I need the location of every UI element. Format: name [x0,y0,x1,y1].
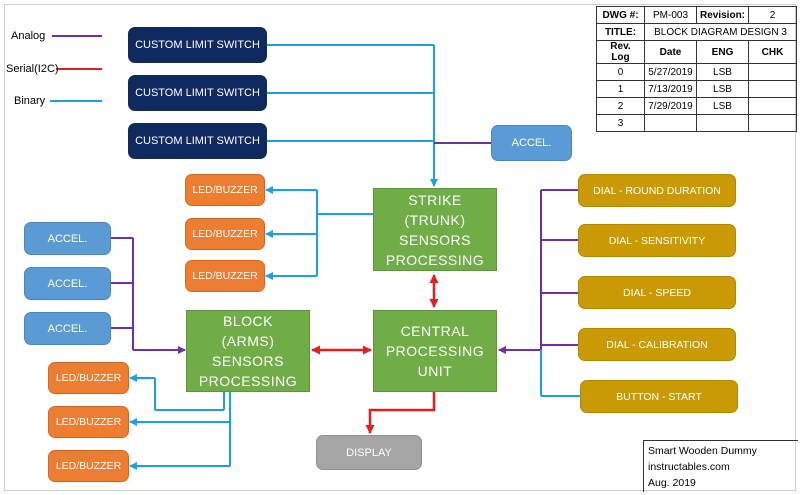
drawing-frame [4,4,796,491]
wire-strike-to-upper-leds [265,186,373,280]
date-cell: 7/13/2019 [644,80,697,98]
dial-sensitivity: DIAL - SENSITIVITY [578,224,736,257]
title-label: TITLE: [596,23,645,41]
wire-accels-to-block [111,237,186,354]
title-value: BLOCK DIAGRAM DESIGN 3 [643,23,798,41]
accel-left-3: ACCEL. [24,312,111,345]
limit-switch-3: CUSTOM LIMIT SWITCH [128,123,267,159]
eng-header: ENG [695,40,750,64]
accel-right: ACCEL. [491,125,572,161]
wire-button-to-cpu [540,350,580,397]
led-buzzer-lower-1: LED/BUZZER [48,362,129,394]
rev-log-header: Rev. Log [596,40,645,64]
dial-calibration: DIAL - CALIBRATION [578,328,736,361]
dwg-label: DWG #: [596,6,645,24]
revision-label: Revision: [695,6,750,24]
chk-cell [748,80,798,98]
chk-cell [748,63,798,81]
eng-cell: LSB [695,63,750,81]
led-buzzer-upper-1: LED/BUZZER [185,174,265,206]
wire-dials-to-cpu [498,189,578,354]
accel-left-2: ACCEL. [24,267,111,300]
credit-box: Smart Wooden Dummy instructables.com Aug… [643,440,798,492]
legend-serial-label: Serial(I2C) [6,63,59,75]
led-buzzer-lower-3: LED/BUZZER [48,450,129,482]
led-buzzer-upper-2: LED/BUZZER [185,218,265,250]
led-buzzer-lower-2: LED/BUZZER [48,406,129,438]
date-header: Date [644,40,697,64]
limit-switch-1: CUSTOM LIMIT SWITCH [128,27,267,63]
credit-source: instructables.com [648,461,730,473]
date-cell: 7/29/2019 [644,97,697,115]
limit-switch-2: CUSTOM LIMIT SWITCH [128,75,267,111]
block-arms-processing: BLOCK (ARMS) SENSORS PROCESSING [186,310,310,392]
chk-header: CHK [748,40,798,64]
date-cell: 5/27/2019 [644,63,697,81]
revision-value: 2 [748,6,798,24]
rev-log-cell: 1 [596,80,645,98]
accel-left-1: ACCEL. [24,222,111,255]
credit-project: Smart Wooden Dummy [648,445,757,457]
strike-trunk-processing: STRIKE (TRUNK) SENSORS PROCESSING [373,188,497,271]
central-processing-unit: CENTRAL PROCESSING UNIT [373,310,497,392]
wire-block-to-lower-leds [129,374,231,470]
eng-cell: LSB [695,97,750,115]
led-buzzer-upper-3: LED/BUZZER [185,260,265,292]
button-start: BUTTON - START [580,380,738,413]
rev-log-cell: 2 [596,97,645,115]
eng-cell: LSB [695,80,750,98]
dial-round-duration: DIAL - ROUND DURATION [578,174,736,207]
rev-log-cell: 3 [596,114,645,132]
credit-date: Aug. 2019 [648,477,696,489]
wire-serial-links [311,274,439,434]
chk-cell [748,97,798,115]
dial-speed: DIAL - SPEED [578,276,736,309]
dwg-value: PM-003 [644,6,697,24]
date-cell [644,114,697,132]
wire-limit-switches-to-strike [267,44,438,187]
title-block: DWG #: PM-003 Revision: 2 TITLE: BLOCK D… [596,6,798,132]
rev-log-cell: 0 [596,63,645,81]
display: DISPLAY [316,435,422,470]
legend-binary-label: Binary [14,95,46,107]
legend-analog-label: Analog [11,30,46,42]
eng-cell [695,114,750,132]
chk-cell [748,114,798,132]
